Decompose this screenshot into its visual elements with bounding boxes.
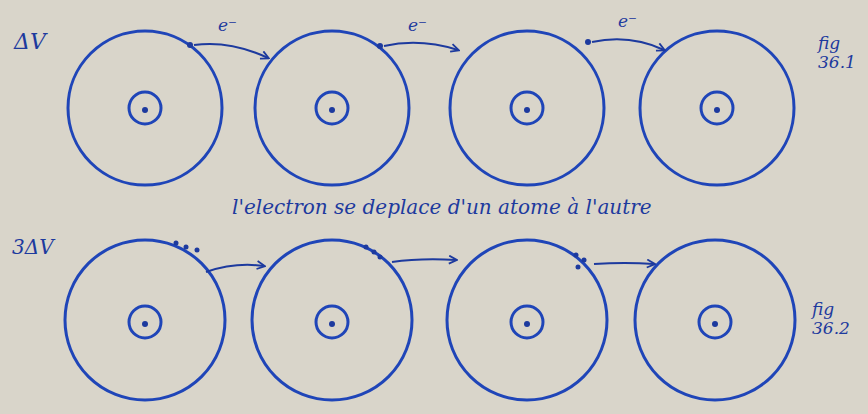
electron-label: e⁻ bbox=[618, 12, 637, 31]
note-text: l'electron se deplace d'un atome à l'aut… bbox=[232, 196, 652, 218]
electron-label: e⁻ bbox=[408, 16, 427, 35]
electron-label: e⁻ bbox=[218, 16, 237, 35]
figure-number: fig 36.1 bbox=[818, 34, 864, 71]
figure-number: fig 36.2 bbox=[812, 300, 858, 337]
voltage-label: 3ΔV bbox=[12, 236, 54, 258]
voltage-label: ΔV bbox=[14, 30, 46, 54]
